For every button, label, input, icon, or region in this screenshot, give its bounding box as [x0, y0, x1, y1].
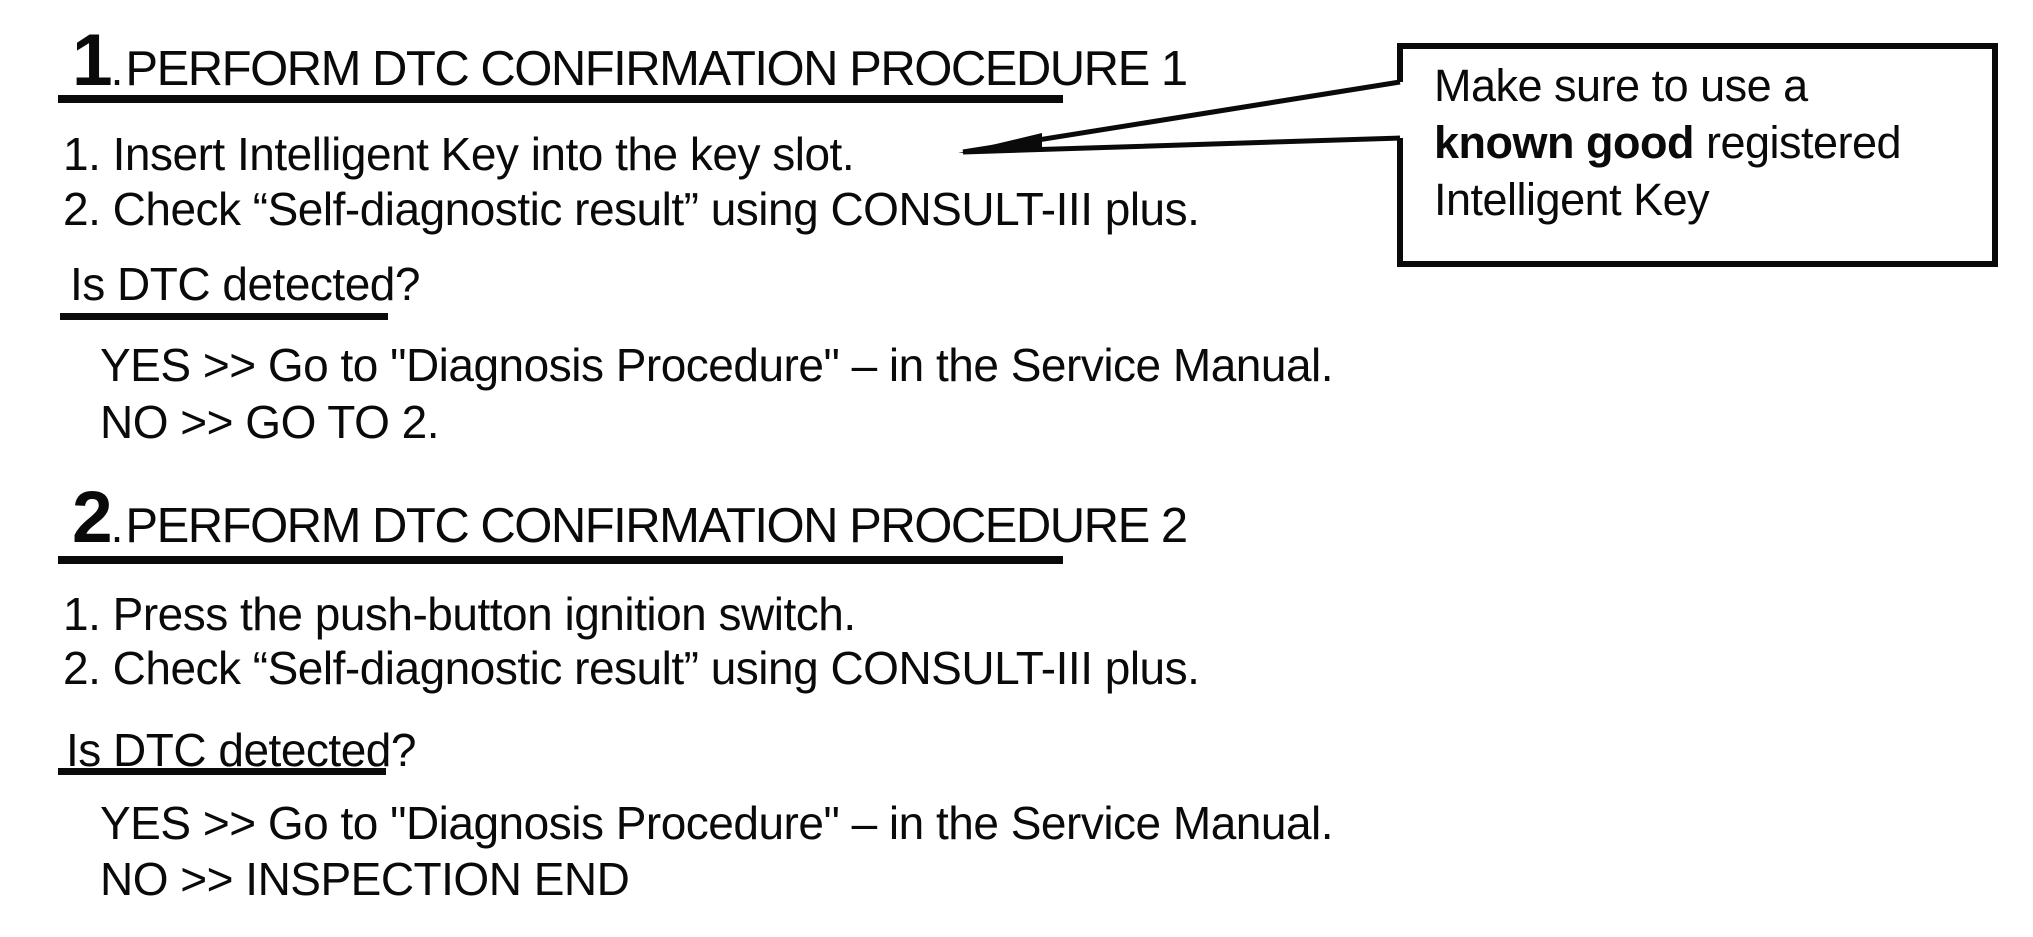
callout-note: Make sure to use a known good registered… [1434, 57, 1986, 228]
section-1-answer-no: NO >> GO TO 2. [100, 396, 440, 448]
callout-line-2: known good registered [1434, 114, 1986, 171]
section-2-dot: . [110, 500, 124, 552]
section-2-question: Is DTC detected? [66, 724, 416, 776]
callout-line-1: Make sure to use a [1434, 60, 1808, 111]
section-2-number: 2 [72, 477, 113, 558]
section-2-step-2: 2. Check “Self-diagnostic result” using … [63, 642, 1200, 694]
section-2-heading-underline [58, 556, 1063, 564]
section-2-answer-yes: YES >> Go to "Diagnosis Procedure" – in … [100, 797, 1334, 849]
callout-line-2-rest: registered [1693, 117, 1902, 168]
section-1-number: 1 [72, 20, 113, 101]
section-1-title: PERFORM DTC CONFIRMATION PROCEDURE 1 [125, 42, 1188, 96]
callout-line-3: Intelligent Key [1434, 174, 1710, 225]
section-2-question-underline [58, 768, 386, 775]
section-1-step-1: 1. Insert Intelligent Key into the key s… [63, 128, 855, 180]
section-2-step-1: 1. Press the push-button ignition switch… [63, 588, 856, 640]
section-2-heading: 2.PERFORM DTC CONFIRMATION PROCEDURE 2 [72, 481, 1188, 554]
callout-arrow-tip [958, 133, 1042, 153]
section-1-question-underline [60, 313, 388, 320]
section-1-heading-underline [58, 95, 1063, 103]
section-1-answer-yes: YES >> Go to "Diagnosis Procedure" – in … [100, 339, 1334, 391]
section-1-heading: 1.PERFORM DTC CONFIRMATION PROCEDURE 1 [72, 24, 1188, 97]
section-2-title: PERFORM DTC CONFIRMATION PROCEDURE 2 [125, 499, 1188, 553]
section-1-step-2: 2. Check “Self-diagnostic result” using … [63, 183, 1200, 235]
callout-bold-text: known good [1434, 117, 1694, 168]
section-1-dot: . [110, 43, 124, 95]
section-1-question: Is DTC detected? [70, 258, 420, 310]
section-2-answer-no: NO >> INSPECTION END [100, 853, 630, 905]
